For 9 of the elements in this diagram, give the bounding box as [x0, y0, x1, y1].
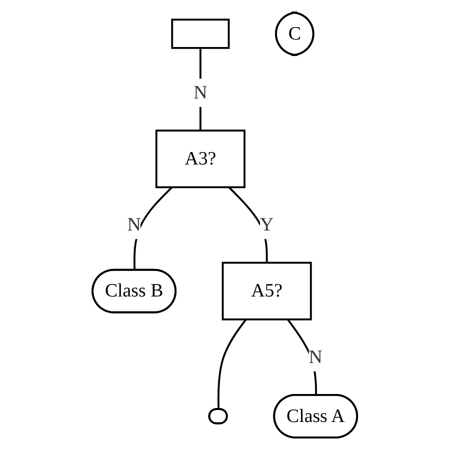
node-box: A3?	[156, 130, 246, 188]
edge-label: N	[194, 82, 208, 104]
edge-label: N	[127, 214, 142, 236]
node-box	[171, 18, 230, 49]
edge-label: N	[308, 346, 323, 368]
connector	[134, 186, 173, 270]
connector	[218, 318, 247, 410]
node-box: A5?	[222, 262, 312, 320]
edge-label: Y	[260, 214, 274, 236]
